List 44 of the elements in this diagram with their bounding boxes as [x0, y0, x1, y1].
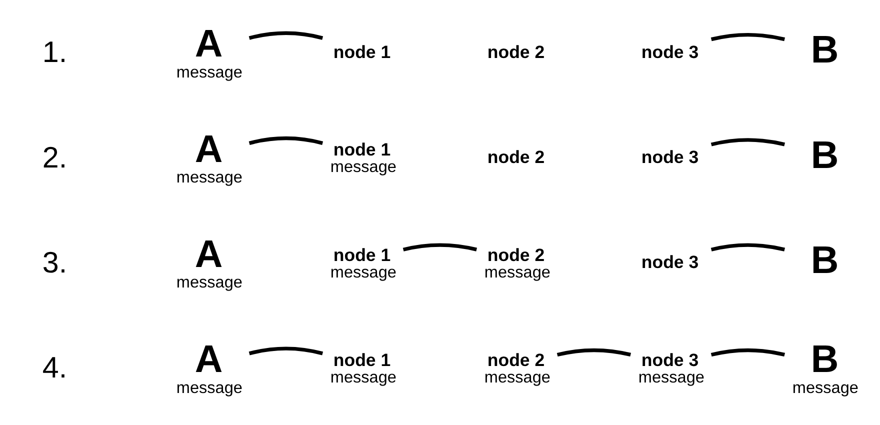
connector — [710, 32, 785, 42]
node-text: node 1 — [333, 244, 391, 265]
node-label: message — [330, 158, 396, 176]
node-text: A — [194, 128, 223, 171]
node-text: node 2 — [487, 350, 545, 370]
label: 1. — [42, 36, 68, 70]
node-text: B — [810, 28, 839, 72]
node-label: message — [176, 168, 242, 187]
node-label: message — [176, 378, 242, 397]
connector — [710, 243, 785, 252]
node-label: message — [792, 378, 858, 397]
connector — [248, 136, 324, 145]
node-text: node 2 — [487, 147, 545, 168]
node-text: B — [810, 338, 839, 382]
node-text: node 2 — [487, 42, 545, 62]
node-text: node 2 — [487, 244, 545, 265]
node-label: message — [176, 274, 242, 292]
label: 2. — [42, 141, 68, 174]
node-text: node 1 — [333, 350, 391, 370]
connector — [710, 138, 785, 146]
node-text: A — [194, 338, 223, 382]
node-text: node 3 — [641, 350, 699, 370]
node-text: A — [194, 22, 223, 66]
node-text: node 3 — [641, 252, 699, 272]
node-text: B — [810, 134, 839, 177]
connector — [710, 348, 785, 357]
node-label: message — [330, 368, 396, 386]
node-text: A — [194, 232, 223, 276]
node-text: node 1 — [333, 140, 391, 160]
node-text: node 1 — [333, 42, 391, 62]
node-text: node 3 — [641, 147, 699, 168]
connector — [248, 346, 324, 356]
node-label: message — [638, 368, 704, 386]
connector — [402, 243, 477, 252]
node-label: message — [330, 263, 396, 282]
node-label: message — [176, 63, 242, 82]
connector — [248, 31, 324, 40]
node-text: B — [810, 238, 839, 282]
label: 4. — [42, 352, 68, 385]
node-label: message — [484, 368, 550, 386]
node-text: node 3 — [641, 42, 699, 62]
label: 3. — [42, 246, 68, 280]
node-label: message — [484, 263, 550, 282]
connector — [556, 348, 631, 357]
